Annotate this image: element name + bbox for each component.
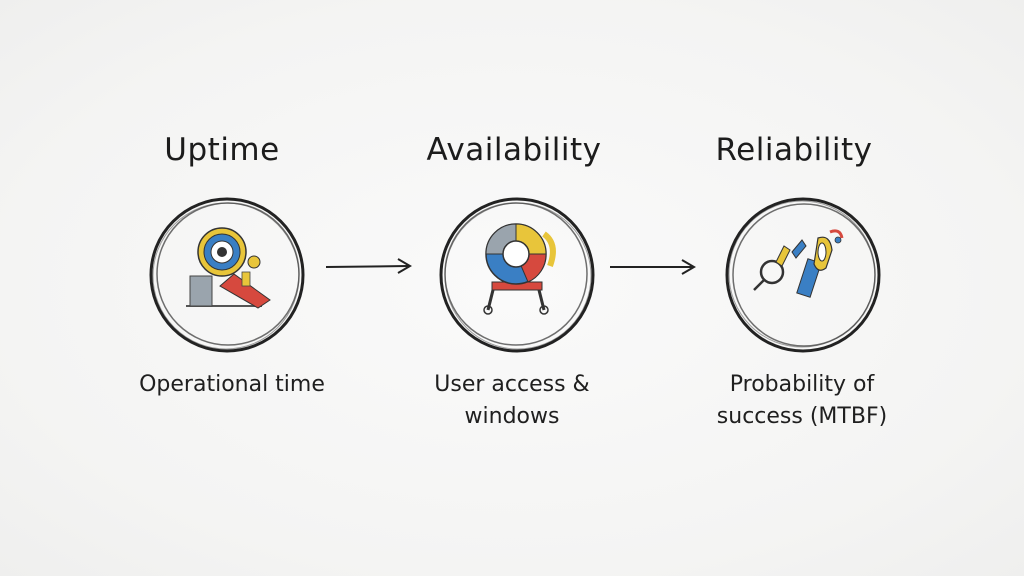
dial-icon	[483, 223, 556, 315]
step-caption-uptime: Operational time	[82, 369, 382, 401]
step-caption-reliability: Probability of success (MTBF)	[652, 369, 952, 433]
caption-line: User access &	[434, 372, 590, 397]
step-circle-availability	[432, 190, 602, 360]
caption-line: Operational time	[139, 372, 325, 397]
step-caption-availability: User access & windows	[362, 369, 662, 433]
wrench-gear-icon	[753, 229, 844, 298]
step-title-availability: Availability	[426, 132, 602, 168]
caption-line: Probability of	[729, 372, 875, 397]
flow-arrow-2	[606, 252, 706, 282]
step-title-uptime: Uptime	[164, 132, 280, 168]
step-circle-uptime	[142, 190, 312, 360]
caption-line: windows	[464, 404, 560, 429]
flow-arrow-1	[322, 252, 422, 282]
step-title-reliability: Reliability	[715, 132, 873, 168]
caption-line: success (MTBF)	[716, 404, 888, 429]
gauge-icon	[186, 227, 271, 309]
step-circle-reliability	[718, 190, 888, 360]
